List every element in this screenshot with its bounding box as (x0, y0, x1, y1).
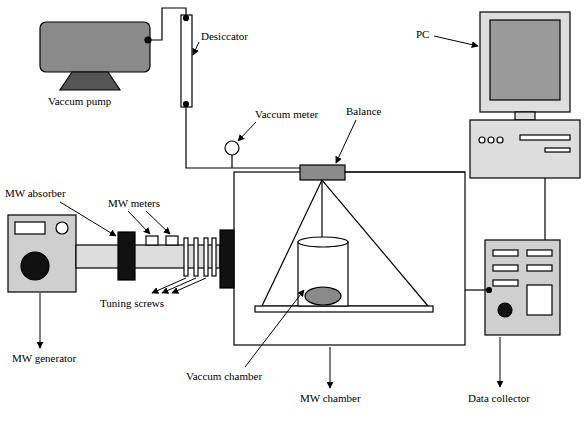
tuning-screw (204, 238, 208, 276)
signal-cable (465, 289, 487, 290)
desiccator-tube (181, 15, 192, 107)
part-label: Vaccum pump (48, 95, 111, 108)
mw-generator (8, 215, 76, 292)
tuning-screw (194, 238, 198, 276)
vacuum-pump (40, 22, 150, 72)
support-frame (262, 180, 428, 306)
pc-case (470, 120, 580, 178)
pump-stand (60, 72, 120, 90)
tuning-screw (212, 238, 216, 276)
part-label: MW absorber (5, 187, 66, 200)
part-label: PC (416, 28, 429, 41)
sample (305, 287, 341, 305)
part-label: Desiccator (201, 30, 248, 43)
part-label: Tuning screws (100, 297, 164, 310)
balance (300, 165, 345, 180)
part-label: MW generator (12, 352, 76, 365)
hanging-string (321, 180, 322, 240)
pc-monitor (480, 12, 570, 112)
mw-meter (166, 236, 178, 245)
part-label: Data collector (468, 392, 530, 405)
part-label: MW chamber (300, 392, 361, 405)
part-label: MW meters (108, 197, 160, 210)
leader-lines (40, 36, 500, 388)
vacuum-chamber (298, 242, 348, 306)
part-label: Balance (346, 105, 381, 118)
signal-cable (544, 178, 545, 240)
mw-meter (146, 236, 158, 245)
support-plate (255, 306, 433, 312)
tuning-screw (184, 238, 188, 276)
part-label: Vaccum chamber (186, 370, 262, 383)
waveguide-flange (220, 230, 234, 288)
data-collector (485, 240, 560, 335)
mw-chamber (234, 172, 465, 345)
vacuum-meter (225, 141, 239, 155)
mw-absorber (118, 232, 135, 280)
part-label: Vaccum meter (255, 108, 318, 121)
